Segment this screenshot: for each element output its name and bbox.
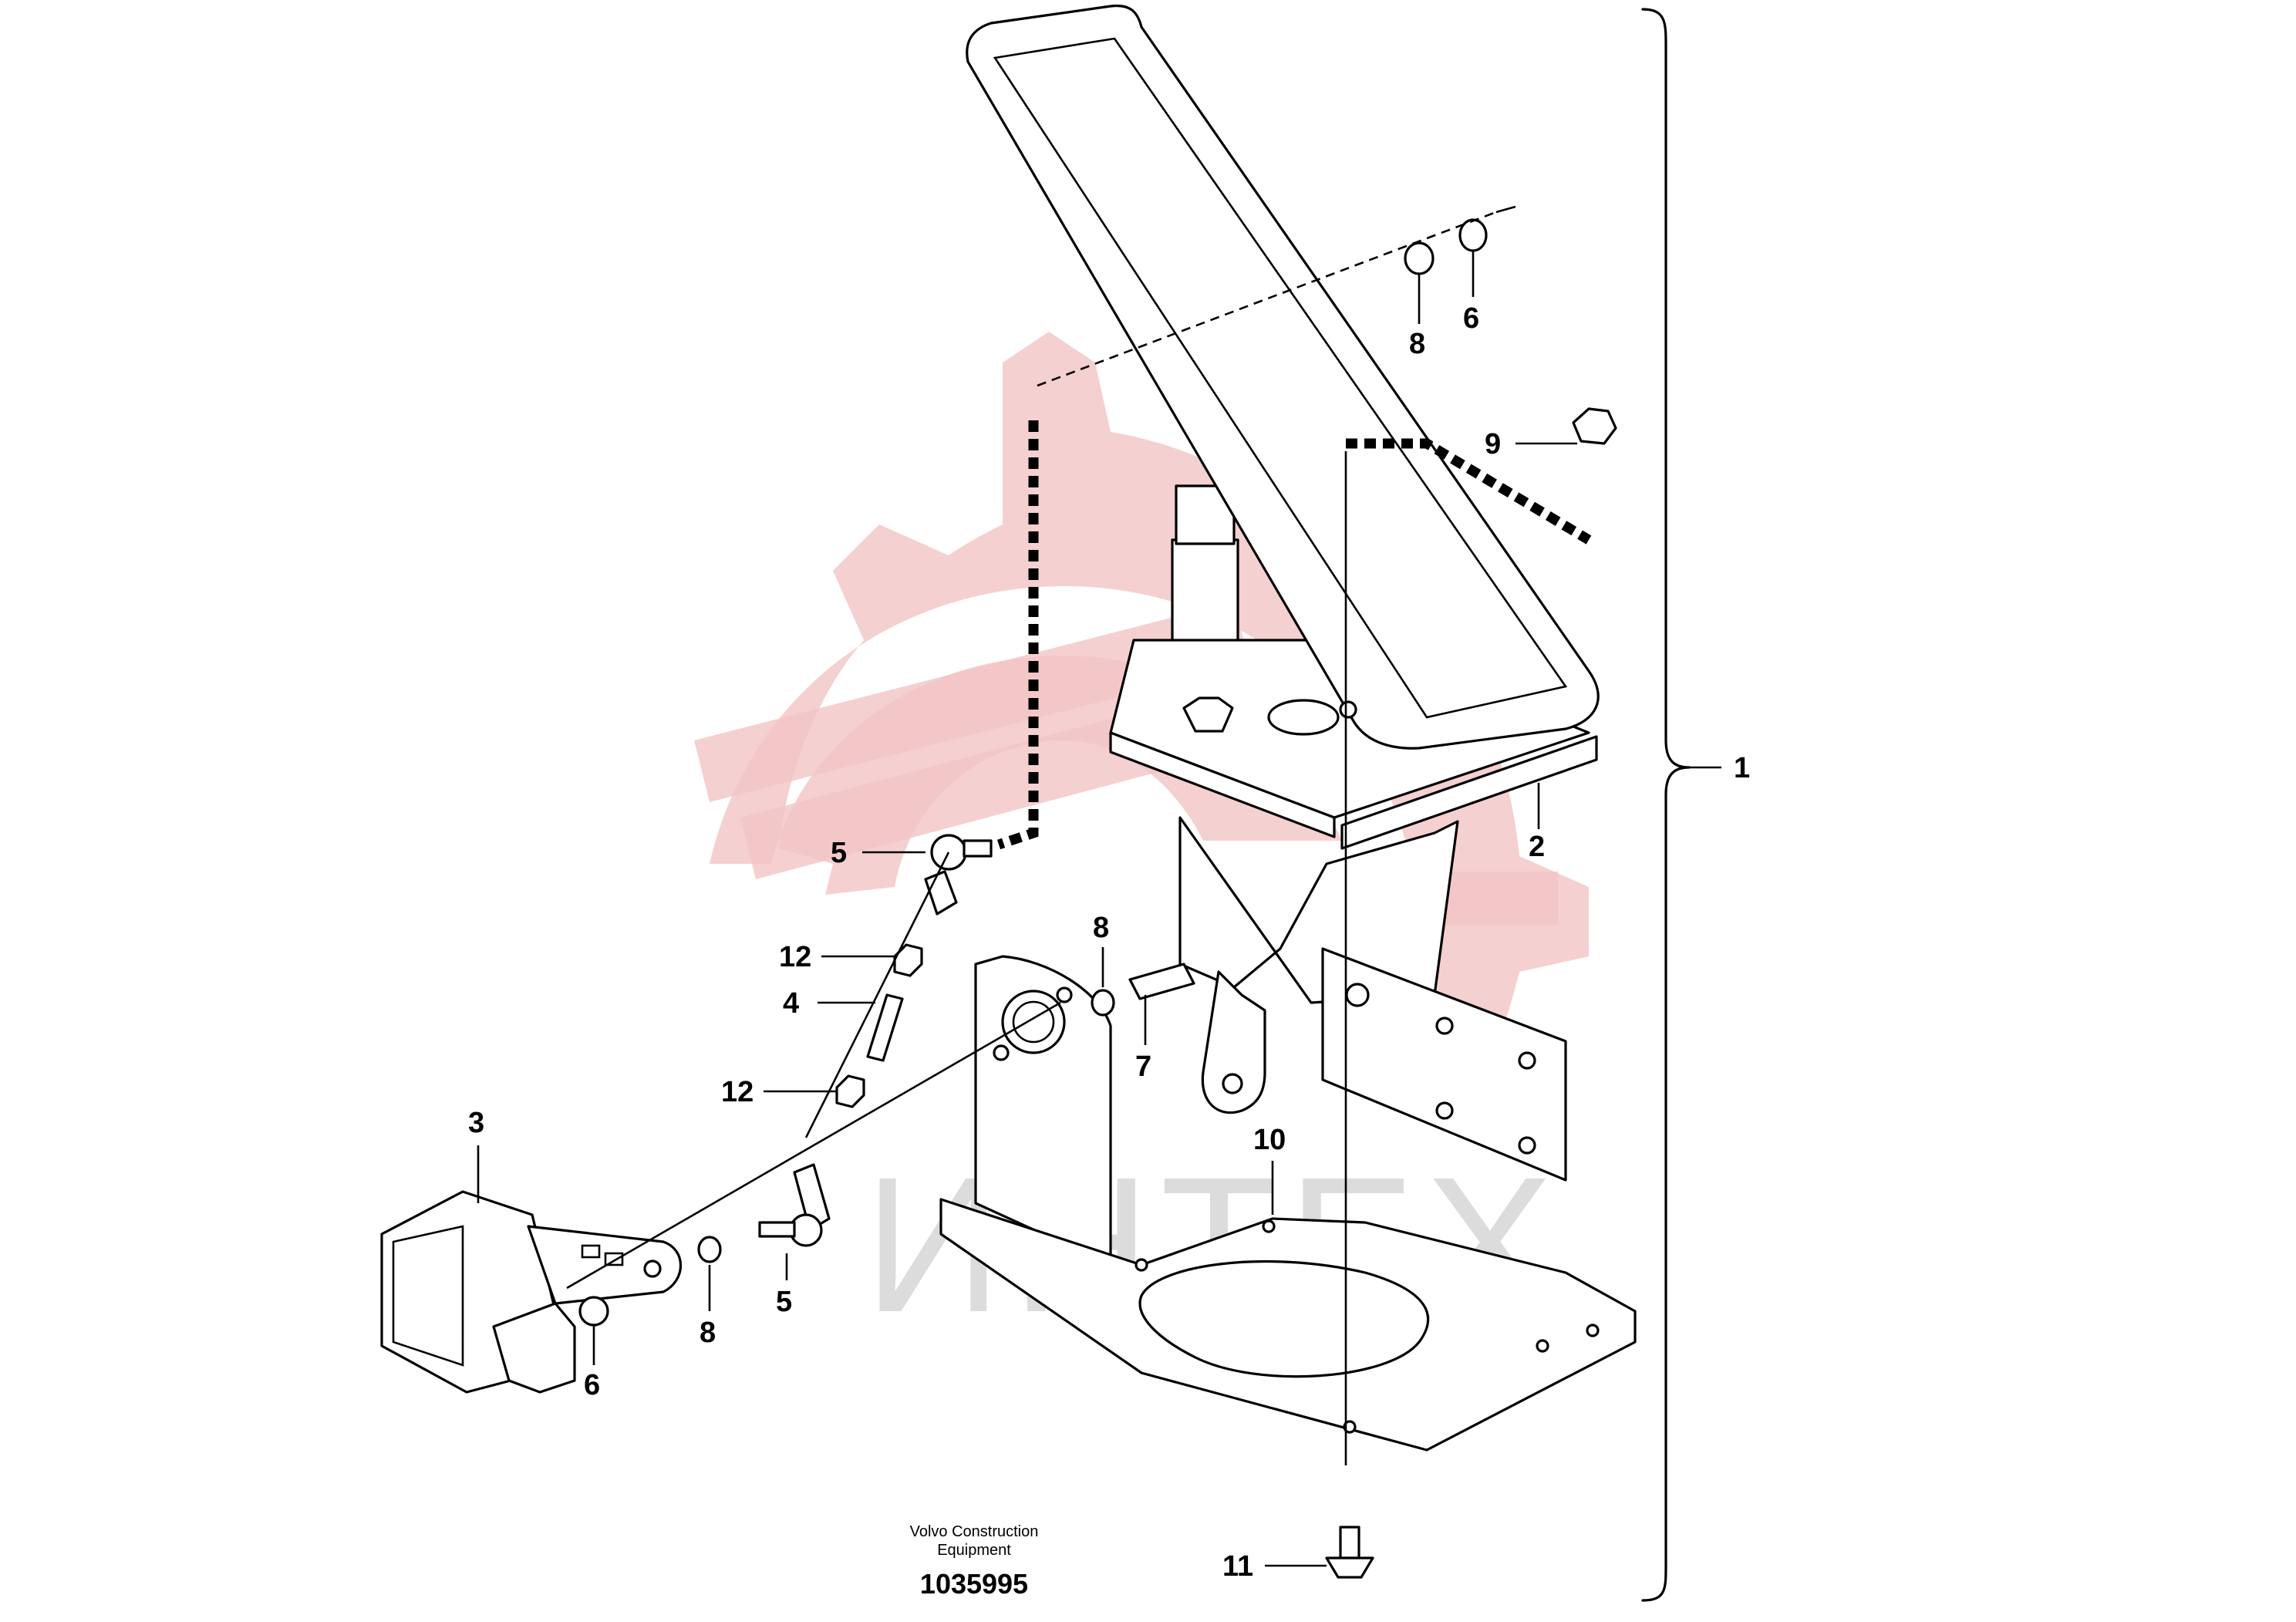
- callout-2: 2: [1529, 831, 1545, 863]
- bracket-hole: [993, 1044, 1010, 1061]
- washer-bracket: [1091, 989, 1115, 1017]
- screw-11-shank: [1339, 1526, 1360, 1560]
- callout-leaders: [477, 251, 1577, 1567]
- sensor-unit: [380, 1190, 682, 1394]
- pedal-lever: [1201, 970, 1266, 1114]
- assembly-lines: [566, 205, 1592, 1465]
- ball-joint-stud-upper: [963, 839, 993, 858]
- plate-bolt: [1345, 983, 1370, 1007]
- callout-9: 9: [1485, 428, 1501, 460]
- pivot-nut: [1182, 696, 1234, 733]
- pedal-base-plate-edge: [1109, 731, 1336, 838]
- pedal-pad: [966, 4, 1600, 750]
- lever-hole: [1222, 1073, 1243, 1094]
- watermark-stripe-2: [740, 694, 1219, 879]
- side-plate: [1321, 947, 1567, 1182]
- screw-7: [1128, 963, 1195, 1000]
- floor-hole: [1343, 1420, 1357, 1434]
- sensor-nut: [578, 1296, 609, 1327]
- base-plate-2: [1340, 735, 1598, 850]
- callout-12-upper: 12: [779, 941, 811, 973]
- washer-top: [1404, 241, 1435, 275]
- sensor-hole-inner: [1012, 1000, 1055, 1044]
- sensor-arm-slot: [581, 1244, 601, 1259]
- pivot-hole: [1267, 699, 1340, 736]
- callout-3: 3: [468, 1107, 484, 1139]
- pedal-hole: [1339, 700, 1357, 719]
- floor-hole: [1262, 1219, 1276, 1233]
- footer-company-line1: Volvo Construction: [910, 1523, 1039, 1540]
- callout-5-lower: 5: [776, 1286, 792, 1318]
- sensor-face: [392, 1225, 464, 1367]
- thick-dash-left: [996, 420, 1039, 850]
- callout-8-bracket: 8: [1093, 912, 1109, 944]
- callout-labels: 1 2 3 4 5 5 6 6 7 8 8 8 9 10 11 12 12: [468, 302, 1750, 1583]
- axis-line-rod: [804, 851, 950, 1138]
- plate-hole: [1435, 1017, 1454, 1035]
- callout-4: 4: [783, 987, 799, 1020]
- sensor-hole: [1001, 990, 1066, 1054]
- linkage: [697, 218, 1617, 1579]
- washer-lower: [697, 1236, 722, 1263]
- callout-10: 10: [1253, 1124, 1286, 1156]
- ball-joint-socket-lower: [793, 1163, 831, 1232]
- plate-hole: [1435, 1101, 1454, 1120]
- pedal-pad-inner: [993, 37, 1568, 719]
- dash-line-top: [1037, 211, 1497, 387]
- callout-8-lower: 8: [700, 1317, 716, 1349]
- callout-5-upper: 5: [831, 837, 847, 869]
- floor-plate-cutout: [1138, 1259, 1430, 1378]
- floor-hole: [1135, 1258, 1148, 1272]
- ball-joint-socket-upper: [924, 870, 958, 916]
- threaded-rod: [866, 993, 904, 1062]
- assembly-brace: [1641, 8, 1691, 1602]
- callout-1: 1: [1734, 752, 1750, 784]
- footer: Volvo Construction Equipment 1035995: [910, 1523, 1039, 1600]
- callout-12-lower: 12: [721, 1076, 754, 1108]
- nut-upper: [893, 943, 923, 977]
- bolt-9: [1572, 407, 1617, 445]
- bracket-hole: [1056, 986, 1073, 1003]
- callout-7: 7: [1135, 1050, 1151, 1083]
- nut-lower: [835, 1074, 865, 1108]
- ball-joint-stud-lower: [758, 1221, 796, 1238]
- axis-line-top: [1495, 205, 1516, 214]
- mounting-bracket: [939, 955, 1637, 1452]
- callout-11: 11: [1222, 1550, 1253, 1583]
- sensor-arm-slot: [604, 1252, 624, 1266]
- sensor-arm: [527, 1225, 682, 1305]
- callout-8-top: 8: [1409, 328, 1425, 360]
- callout-6-lower: 6: [584, 1369, 600, 1401]
- watermark-stripe-1: [694, 602, 1249, 802]
- floor-hole: [1536, 1339, 1549, 1353]
- plate-hole: [1518, 1136, 1536, 1155]
- floor-hole: [1586, 1324, 1600, 1337]
- sensor-arm-pivot: [643, 1259, 662, 1278]
- footer-company-line2: Equipment: [937, 1542, 1011, 1559]
- plate-hole: [1518, 1051, 1536, 1070]
- pedal-assembly: [966, 4, 1600, 1182]
- screw-11-head: [1325, 1556, 1374, 1579]
- axis-line-sensor: [566, 1001, 1061, 1290]
- thick-dash-right: [1346, 438, 1592, 545]
- drawing-number: 1035995: [920, 1568, 1028, 1600]
- callout-6-top: 6: [1463, 302, 1479, 335]
